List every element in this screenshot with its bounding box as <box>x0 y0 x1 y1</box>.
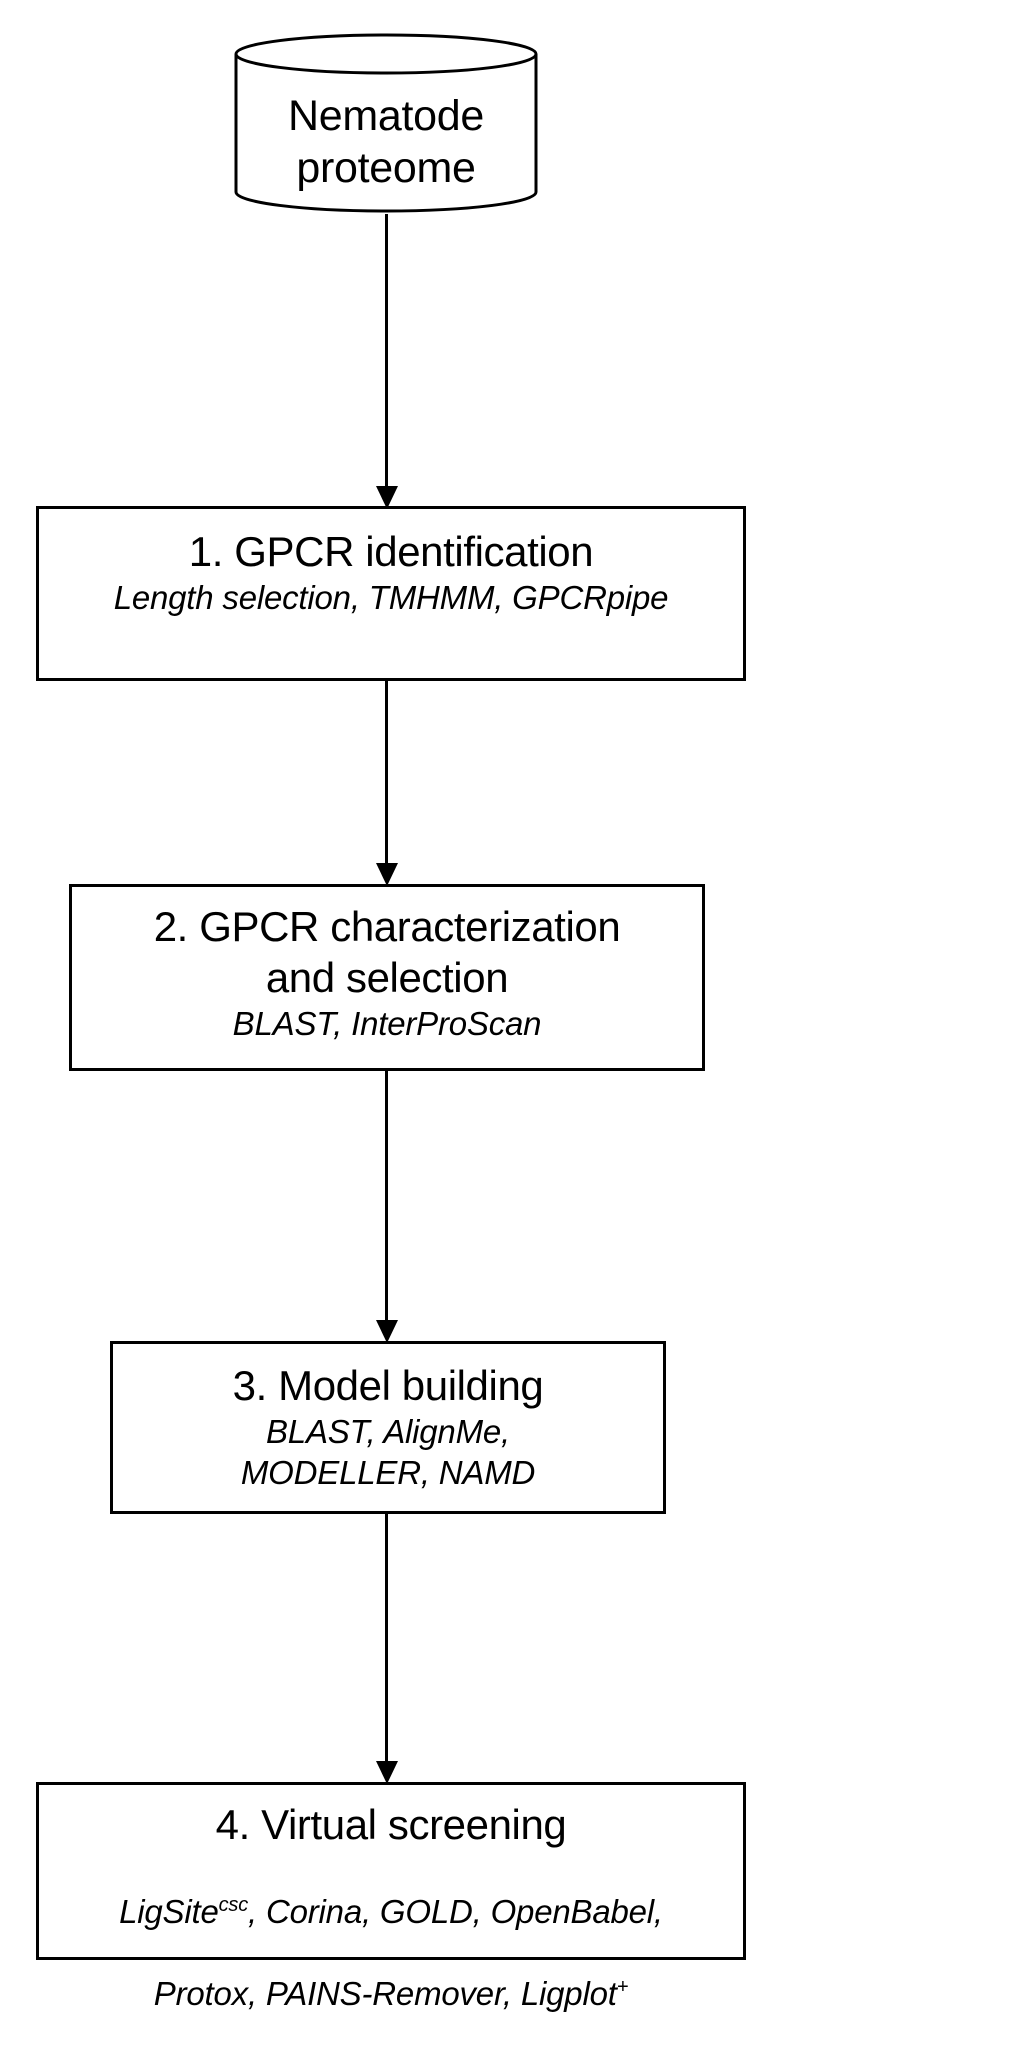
arrow-shaft <box>385 1071 388 1320</box>
arrow-shaft <box>385 214 388 486</box>
connector-arrow-source-to-step-1 <box>372 214 402 509</box>
step-3-tools: BLAST, AlignMe, MODELLER, NAMD <box>240 1413 536 1491</box>
arrow-head-icon <box>376 486 398 509</box>
step-2-title: 2. GPCR characterization and selection <box>153 903 621 1001</box>
step-4-tools: LigSitecsc, Corina, GOLD, OpenBabel, Pro… <box>39 1850 743 2055</box>
step-2-tools: BLAST, InterProScan <box>232 1005 542 1042</box>
step-4-tools-line-2: Protox, PAINS-Remover, Ligplot+ <box>39 1973 743 2014</box>
source-database-label: Nematode proteome <box>288 92 484 192</box>
source-database-node: Nematode proteome <box>233 32 539 214</box>
process-box-step-4: 4. Virtual screening LigSitecsc, Corina,… <box>36 1782 746 2012</box>
step-4-tools-line-1: LigSitecsc, Corina, GOLD, OpenBabel, <box>39 1891 743 1932</box>
step-4-title: 4. Virtual screening <box>215 1801 567 1848</box>
process-box-step-1: 1. GPCR identification Length selection,… <box>36 506 746 681</box>
process-box-step-3: 3. Model building BLAST, AlignMe, MODELL… <box>110 1341 666 1514</box>
step-3-title: 3. Model building <box>232 1362 544 1409</box>
step-4-tools-line-2-text: Protox, PAINS-Remover, Ligplot <box>153 1975 617 2012</box>
arrow-head-icon <box>376 1320 398 1343</box>
process-box-step-2: 2. GPCR characterization and selection B… <box>69 884 705 1071</box>
step-4-tool-ligsite-superscript: csc <box>218 1894 249 1916</box>
connector-arrow-step-1-to-step-2 <box>372 681 402 886</box>
step-1-title: 1. GPCR identification <box>188 528 594 575</box>
connector-arrow-step-3-to-step-4 <box>372 1514 402 1784</box>
arrow-shaft <box>385 681 388 863</box>
step-1-tools: Length selection, TMHMM, GPCRpipe <box>113 579 669 616</box>
step-4-tool-ligsite: LigSite <box>119 1893 219 1930</box>
step-4-tools-line-1-rest: , Corina, GOLD, OpenBabel, <box>248 1893 663 1930</box>
arrow-head-icon <box>376 1761 398 1784</box>
connector-arrow-step-2-to-step-3 <box>372 1071 402 1343</box>
arrow-shaft <box>385 1514 388 1761</box>
cylinder-shape-icon <box>234 33 538 213</box>
step-4-tool-ligplot-superscript: + <box>616 1976 629 1998</box>
arrow-head-icon <box>376 863 398 886</box>
